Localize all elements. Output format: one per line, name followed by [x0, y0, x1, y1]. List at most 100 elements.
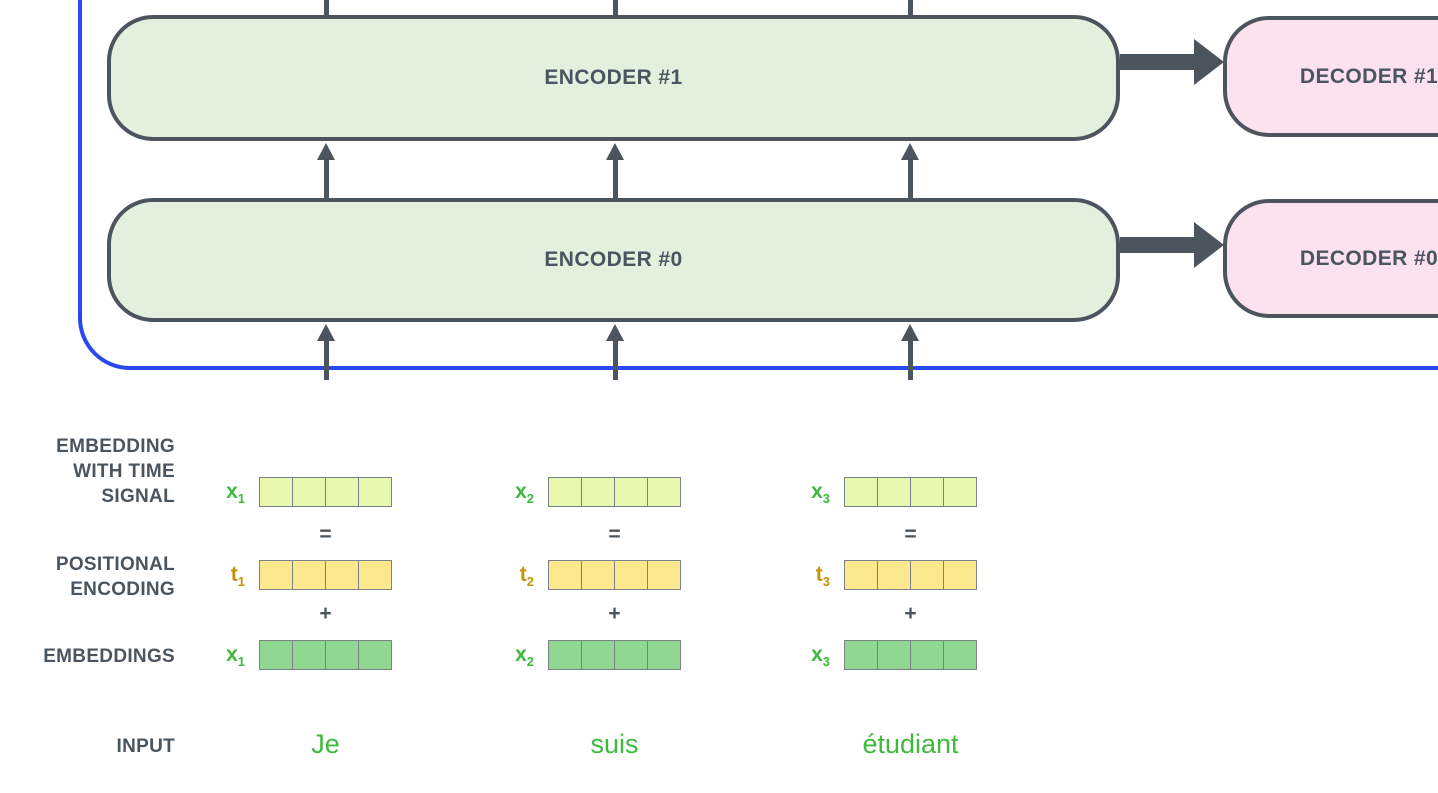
- row-label-line: POSITIONAL: [55, 554, 175, 575]
- encoder-0-box: ENCODER #0: [107, 198, 1120, 322]
- vector-cell: [944, 561, 976, 589]
- encoder-to-decoder-arrow-icon: [1194, 222, 1224, 268]
- row-label-input: INPUT: [0, 734, 175, 759]
- row-label-positional-encoding: POSITIONAL ENCODING: [0, 552, 175, 602]
- vector-cell: [326, 641, 359, 669]
- vector-cell: [549, 641, 582, 669]
- equals-sign: =: [608, 523, 621, 546]
- row-label-line: SIGNAL: [101, 486, 175, 507]
- vector-symbol-x2: x2: [515, 480, 534, 507]
- arrow-stub-top-1: [324, 0, 329, 19]
- arrow-stub-top-2: [613, 0, 618, 19]
- row-label-line: EMBEDDINGS: [43, 646, 175, 667]
- vector-cell: [549, 478, 582, 506]
- time-signal-vector-2: [548, 477, 681, 507]
- row-label-embedding-with-time-signal: EMBEDDING WITH TIME SIGNAL: [0, 434, 175, 509]
- vector-cell: [549, 561, 582, 589]
- vector-cell: [582, 478, 615, 506]
- vector-cell: [911, 561, 944, 589]
- time-signal-vector-1: [259, 477, 392, 507]
- embedding-vector-2: [548, 640, 681, 670]
- vector-cell: [878, 561, 911, 589]
- up-arrow-shaft: [613, 159, 618, 200]
- vector-cell: [648, 478, 680, 506]
- positional-encoding-vector-2: [548, 560, 681, 590]
- positional-encoding-vector-1: [259, 560, 392, 590]
- vector-symbol-t2: t2: [519, 563, 534, 590]
- vector-symbol-x3: x3: [811, 643, 830, 670]
- vector-symbol-x1: x1: [226, 643, 245, 670]
- vector-cell: [293, 641, 326, 669]
- up-arrow-icon: [606, 143, 624, 160]
- vector-cell: [944, 641, 976, 669]
- up-arrow-shaft: [324, 339, 329, 380]
- input-word-1: Je: [311, 729, 340, 759]
- row-label-embeddings: EMBEDDINGS: [0, 644, 175, 669]
- vector-cell: [911, 641, 944, 669]
- decoder-1-box: DECODER #1: [1223, 16, 1438, 137]
- vector-cell: [911, 478, 944, 506]
- vector-cell: [648, 641, 680, 669]
- input-word-2: suis: [590, 729, 639, 759]
- vector-cell: [293, 478, 326, 506]
- positional-encoding-vector-3: [844, 560, 977, 590]
- up-arrow-icon: [606, 324, 624, 341]
- decoder-0-box: DECODER #0: [1223, 199, 1438, 318]
- vector-cell: [582, 561, 615, 589]
- up-arrow-icon: [901, 324, 919, 341]
- vector-symbol-x2: x2: [515, 643, 534, 670]
- arrow-stub-top-3: [908, 0, 913, 19]
- plus-sign: +: [904, 602, 917, 625]
- embedding-vector-1: [259, 640, 392, 670]
- vector-cell: [845, 641, 878, 669]
- vector-cell: [326, 561, 359, 589]
- vector-cell: [845, 561, 878, 589]
- vector-symbol-t3: t3: [815, 563, 830, 590]
- encoder-1-label: ENCODER #1: [544, 66, 683, 89]
- vector-symbol-x1: x1: [226, 480, 245, 507]
- vector-cell: [615, 561, 648, 589]
- vector-symbol-t1: t1: [230, 563, 245, 590]
- vector-cell: [359, 478, 391, 506]
- input-word-3: étudiant: [862, 729, 959, 759]
- vector-cell: [615, 641, 648, 669]
- decoder-1-label: DECODER #1: [1299, 64, 1438, 88]
- encoder-to-decoder-arrow-icon: [1194, 39, 1224, 85]
- plus-sign: +: [608, 602, 621, 625]
- encoder-stack-outline: [78, 0, 1438, 370]
- vector-cell: [878, 478, 911, 506]
- vector-symbol-x3: x3: [811, 480, 830, 507]
- vector-cell: [944, 478, 976, 506]
- time-signal-vector-3: [844, 477, 977, 507]
- vector-cell: [845, 478, 878, 506]
- vector-cell: [293, 561, 326, 589]
- encoder-to-decoder-arrow-shaft: [1120, 54, 1194, 70]
- decoder-0-label: DECODER #0: [1299, 246, 1438, 270]
- plus-sign: +: [319, 602, 332, 625]
- up-arrow-shaft: [908, 339, 913, 380]
- vector-cell: [359, 641, 391, 669]
- equals-sign: =: [319, 523, 332, 546]
- encoder-1-box: ENCODER #1: [107, 15, 1120, 141]
- encoder-to-decoder-arrow-shaft: [1120, 237, 1194, 253]
- vector-cell: [615, 478, 648, 506]
- up-arrow-shaft: [613, 339, 618, 380]
- row-label-line: EMBEDDING: [56, 436, 175, 457]
- up-arrow-icon: [317, 143, 335, 160]
- row-label-line: INPUT: [116, 736, 175, 757]
- vector-cell: [326, 478, 359, 506]
- encoder-0-label: ENCODER #0: [544, 248, 683, 271]
- up-arrow-shaft: [324, 159, 329, 200]
- up-arrow-icon: [901, 143, 919, 160]
- vector-cell: [648, 561, 680, 589]
- up-arrow-shaft: [908, 159, 913, 200]
- up-arrow-icon: [317, 324, 335, 341]
- vector-cell: [582, 641, 615, 669]
- vector-cell: [359, 561, 391, 589]
- vector-cell: [878, 641, 911, 669]
- vector-cell: [260, 641, 293, 669]
- equals-sign: =: [904, 523, 917, 546]
- vector-cell: [260, 561, 293, 589]
- row-label-line: WITH TIME: [73, 461, 175, 482]
